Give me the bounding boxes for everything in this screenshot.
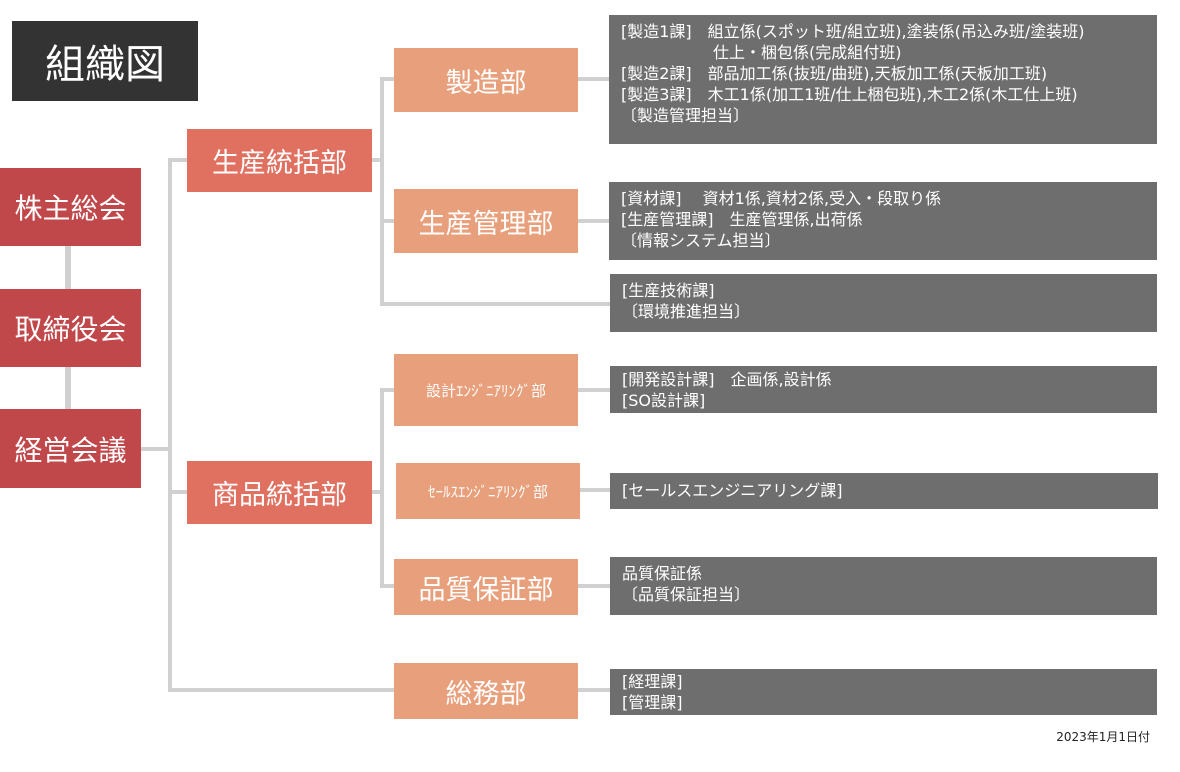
detail-line: 〔情報システム担当〕 — [621, 231, 781, 250]
general-affairs-dept-box: 総務部 — [394, 663, 578, 719]
design-engineering-dept-box: 設計ｴﾝｼﾞﾆｱﾘﾝｸﾞ部 — [394, 354, 578, 426]
connector — [380, 388, 394, 392]
connector — [578, 584, 610, 588]
general-affairs-detail: [経理課] [管理課] — [610, 669, 1157, 715]
connector — [65, 245, 71, 289]
connector — [578, 219, 610, 223]
detail-line: 仕上・梱包係(完成組付班) — [713, 43, 902, 62]
detail-line: [生産技術課] — [622, 281, 715, 300]
sales-engineering-dept-box: ｾｰﾙｽｴﾝｼﾞﾆｱﾘﾝｸﾞ部 — [396, 463, 580, 519]
connector — [65, 366, 71, 410]
page-title: 組織図 — [12, 21, 198, 101]
production-control-dept-box: 生産管理部 — [394, 189, 578, 253]
connector — [168, 158, 188, 162]
connector — [380, 219, 394, 223]
quality-assurance-dept-box: 品質保証部 — [394, 559, 578, 615]
manufacturing-dept-box: 製造部 — [394, 48, 578, 112]
connector — [380, 302, 610, 306]
production-division-box: 生産統括部 — [187, 129, 372, 192]
detail-line: [開発設計課] 企画係,設計係 — [622, 370, 832, 389]
connector — [168, 490, 188, 494]
detail-line: 〔品質保証担当〕 — [622, 585, 751, 604]
detail-line: 品質保証係 — [622, 564, 703, 583]
connector — [380, 388, 384, 588]
connector — [580, 488, 610, 492]
connector — [578, 688, 610, 692]
detail-line: [経理課] — [622, 672, 683, 691]
detail-line: [製造1課] 組立係(スポット班/組立班),塗装係(吊込み班/塗装班) — [621, 22, 1085, 41]
connector — [380, 77, 384, 306]
connector — [578, 388, 610, 392]
management-meeting-box: 経営会議 — [0, 409, 141, 488]
detail-line: [製造3課] 木工1係(加工1班/仕上梱包班),木工2係(木工仕上班) — [621, 85, 1078, 104]
detail-line: [製造2課] 部品加工係(抜班/曲班),天板加工係(天板加工班) — [621, 64, 1048, 83]
connector — [372, 158, 384, 162]
manufacturing-detail: [製造1課] 組立係(スポット班/組立班),塗装係(吊込み班/塗装班) 仕上・梱… — [609, 15, 1157, 144]
sales-engineering-detail: [セールスエンジニアリング課] — [610, 473, 1158, 509]
design-engineering-detail: [開発設計課] 企画係,設計係 [SO設計課] — [610, 366, 1157, 413]
connector — [380, 584, 394, 588]
connector — [578, 77, 610, 81]
product-division-box: 商品統括部 — [187, 461, 372, 524]
detail-line: 〔環境推進担当〕 — [622, 302, 751, 321]
detail-line: [生産管理課] 生産管理係,出荷係 — [621, 210, 863, 229]
detail-line: [SO設計課] — [622, 391, 706, 410]
quality-assurance-detail: 品質保証係 〔品質保証担当〕 — [610, 557, 1157, 615]
connector — [168, 158, 172, 692]
connector — [168, 688, 394, 692]
production-tech-detail: [生産技術課] 〔環境推進担当〕 — [610, 274, 1157, 332]
connector — [372, 490, 384, 494]
connector — [380, 77, 394, 81]
shareholders-meeting-box: 株主総会 — [0, 168, 141, 246]
connector — [140, 447, 172, 451]
detail-line: 〔製造管理担当〕 — [621, 106, 750, 125]
effective-date: 2023年1月1日付 — [1056, 730, 1150, 744]
board-of-directors-box: 取締役会 — [0, 289, 141, 367]
production-control-detail: [資材課] 資材1係,資材2係,受入・段取り係 [生産管理課] 生産管理係,出荷… — [609, 182, 1157, 260]
detail-line: [セールスエンジニアリング課] — [622, 481, 843, 500]
detail-line: [資材課] 資材1係,資材2係,受入・段取り係 — [621, 189, 942, 208]
detail-line: [管理課] — [622, 693, 683, 712]
